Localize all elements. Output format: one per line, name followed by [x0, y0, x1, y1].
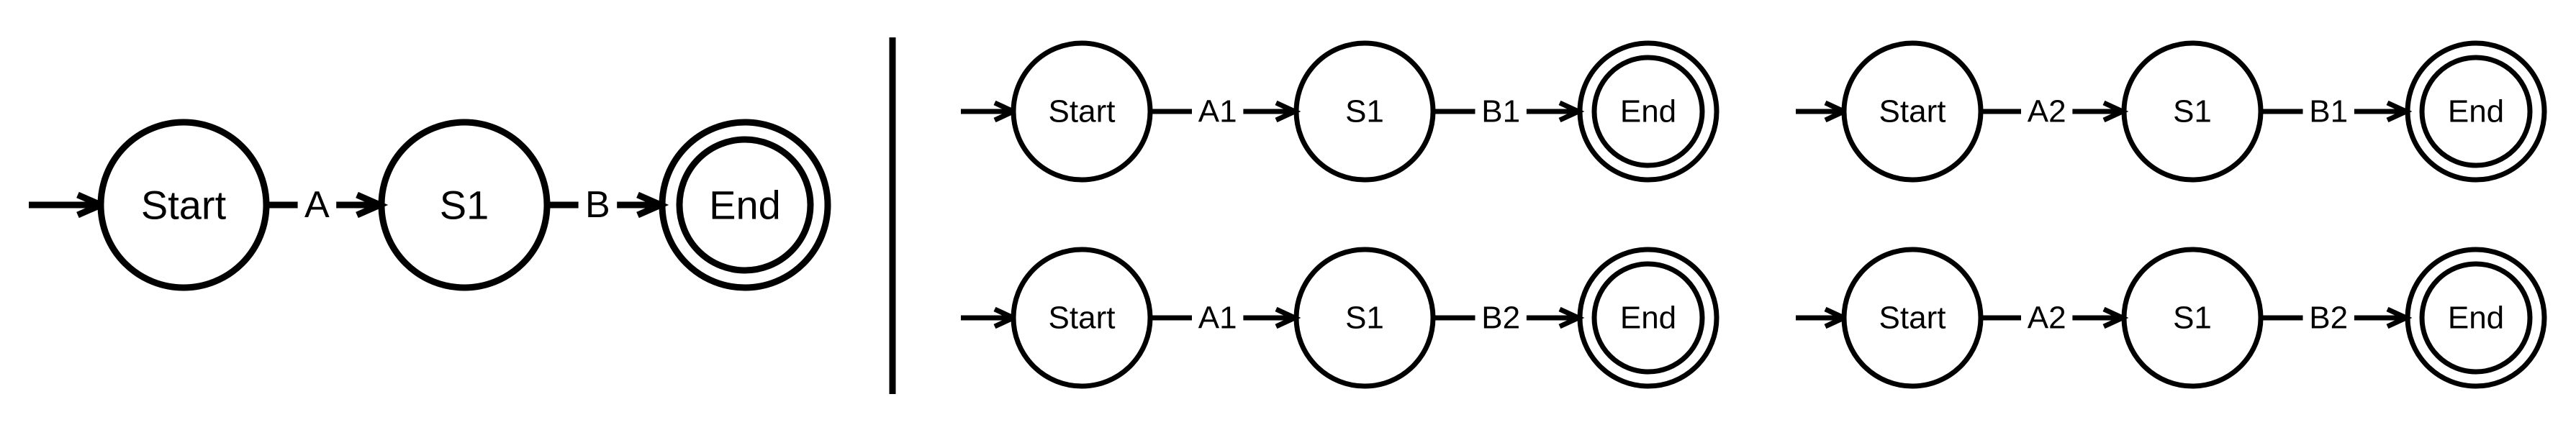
state-node-start: Start	[1011, 40, 1153, 183]
state-label: S1	[1345, 301, 1384, 336]
transition-arrow-head	[2386, 100, 2413, 123]
state-label: S1	[2173, 94, 2212, 129]
transition-a: A	[266, 184, 389, 226]
accepting-inner-circle	[676, 136, 814, 274]
accepting-inner-circle	[2419, 261, 2533, 375]
transition-b2: B2	[2261, 301, 2413, 336]
state-label: S1	[2173, 301, 2212, 336]
state-label: S1	[1345, 94, 1384, 129]
state-label: End	[2448, 301, 2504, 336]
state-node-s1: S1	[2121, 40, 2264, 183]
transition-b: B	[547, 184, 669, 226]
state-node-s1: S1	[1293, 40, 1436, 183]
transition-arrow-head	[356, 191, 389, 219]
state-node-s1: S1	[378, 119, 551, 291]
state-label: End	[1620, 301, 1676, 336]
state-label: End	[1620, 94, 1676, 129]
accepting-inner-circle	[1591, 261, 1705, 375]
state-node-end: End	[1577, 40, 1719, 183]
transition-b1: B1	[1433, 94, 1585, 129]
transition-arrow-head	[1558, 100, 1585, 123]
state-node-start: Start	[1841, 40, 1984, 183]
state-node-end: End	[659, 119, 831, 291]
transition-label: A2	[2028, 94, 2066, 129]
state-label: Start	[141, 183, 227, 228]
transition-arrow-head	[1275, 306, 1301, 329]
transition-label: B2	[1481, 301, 1520, 336]
transition-arrow-head	[636, 191, 669, 219]
transition-b2: B2	[1433, 301, 1585, 336]
transition-a1: A1	[1150, 301, 1301, 336]
machine-a1-b1: Start S1 End A1 B1	[961, 40, 1719, 183]
state-node-start: Start	[1841, 247, 1984, 389]
transition-label: A1	[1198, 301, 1237, 336]
transition-label: A2	[2028, 301, 2066, 336]
transition-a2: A2	[1981, 301, 2129, 336]
accepting-inner-circle	[2419, 55, 2533, 168]
machine-main: Start S1 End A B	[29, 119, 831, 291]
machine-a1-b2: Start S1 End A1 B2	[961, 247, 1719, 389]
state-node-s1: S1	[2121, 247, 2264, 389]
transition-arrow-head	[1275, 100, 1301, 123]
state-label: S1	[440, 183, 489, 228]
transition-label: A1	[1198, 94, 1237, 129]
state-node-end: End	[2405, 247, 2547, 389]
machine-a2-b1: Start S1 End A2 B1	[1796, 40, 2547, 183]
transition-arrow-head	[2102, 100, 2129, 123]
transition-arrow-head	[1558, 306, 1585, 329]
state-label: Start	[1879, 301, 1946, 336]
transition-label: B	[585, 184, 610, 226]
transition-label: B1	[1481, 94, 1520, 129]
transition-b1: B1	[2261, 94, 2413, 129]
transition-arrow-head	[2102, 306, 2129, 329]
transition-label: B2	[2309, 301, 2348, 336]
state-node-end: End	[1577, 247, 1719, 389]
accepting-inner-circle	[1591, 55, 1705, 168]
state-label: Start	[1049, 94, 1116, 129]
machine-a2-b2: Start S1 End A2 B2	[1796, 247, 2547, 389]
state-label: End	[2448, 94, 2504, 129]
state-node-start: Start	[97, 119, 270, 291]
transition-label: B1	[2309, 94, 2348, 129]
state-label: Start	[1049, 301, 1116, 336]
transition-label: A	[304, 184, 330, 226]
transition-arrow-head	[2386, 306, 2413, 329]
transition-a1: A1	[1150, 94, 1301, 129]
transition-a2: A2	[1981, 94, 2129, 129]
state-label: Start	[1879, 94, 1946, 129]
state-node-start: Start	[1011, 247, 1153, 389]
state-node-s1: S1	[1293, 247, 1436, 389]
state-node-end: End	[2405, 40, 2547, 183]
state-label: End	[709, 183, 781, 228]
